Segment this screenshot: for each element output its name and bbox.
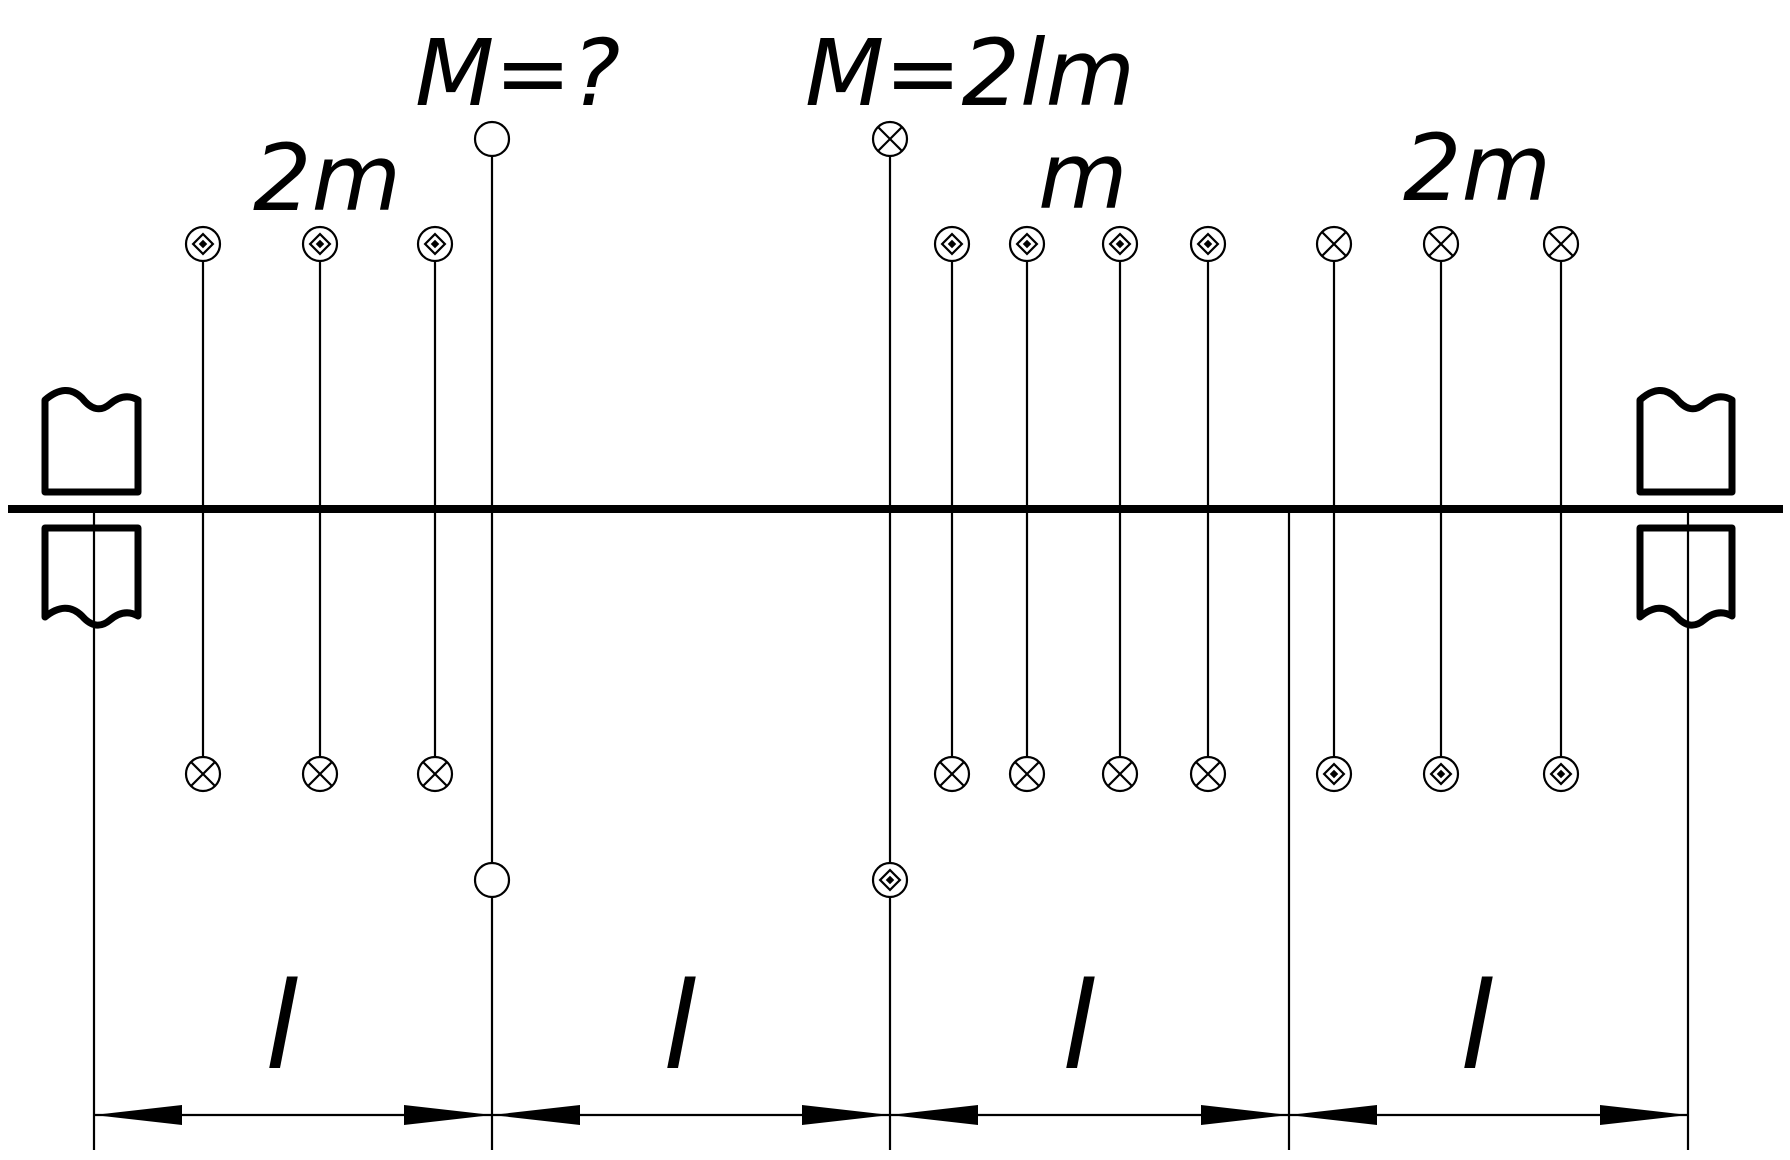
- cross-current-icon: [184, 755, 222, 793]
- cross-current-icon: [1315, 225, 1353, 263]
- moment-unknown-label: M=?: [415, 20, 620, 127]
- dot-current-icon: [933, 225, 971, 263]
- arrow-icon: [94, 1105, 182, 1125]
- cross-current-icon: [1422, 225, 1460, 263]
- dot-current-icon: [1101, 225, 1139, 263]
- density-right-label: 2m: [1403, 115, 1551, 222]
- dimension-label: l: [663, 958, 696, 1097]
- dot-current-icon: [1008, 225, 1046, 263]
- arrow-icon: [890, 1105, 978, 1125]
- dimension-label: l: [1460, 958, 1493, 1097]
- extension-lines: [92, 509, 1690, 1150]
- moment-known-label: M=2lm: [805, 20, 1135, 127]
- cross-current-icon: [1189, 755, 1227, 793]
- dot-current-icon: [301, 225, 339, 263]
- dimension-line: [94, 1105, 1688, 1125]
- left-rods: [201, 244, 437, 774]
- empty-circle-icon: [473, 861, 511, 899]
- arrow-icon: [1600, 1105, 1688, 1125]
- middle-rods: [950, 244, 1210, 774]
- dot-current-icon: [1189, 225, 1227, 263]
- dot-current-icon: [184, 225, 222, 263]
- cross-current-icon: [871, 120, 909, 158]
- cross-current-icon: [1101, 755, 1139, 793]
- dot-current-icon: [1422, 755, 1460, 793]
- arrow-icon: [802, 1105, 890, 1125]
- density-left-label: 2m: [253, 125, 401, 232]
- right-rods: [1332, 244, 1563, 774]
- arrow-icon: [1201, 1105, 1289, 1125]
- cross-current-icon: [1542, 225, 1580, 263]
- right-bearing: [1636, 387, 1736, 629]
- arrow-icon: [1289, 1105, 1377, 1125]
- arrow-icon: [404, 1105, 492, 1125]
- current-in-symbols: [184, 120, 1580, 793]
- cross-current-icon: [1008, 755, 1046, 793]
- left-bearing: [41, 387, 142, 629]
- dimension-label: l: [265, 958, 298, 1097]
- dot-current-icon: [416, 225, 454, 263]
- cross-current-icon: [416, 755, 454, 793]
- unknown-current-symbols: [473, 120, 511, 899]
- arrow-icon: [492, 1105, 580, 1125]
- dimension-label: l: [1062, 958, 1095, 1097]
- dot-current-icon: [871, 861, 909, 899]
- cross-current-icon: [933, 755, 971, 793]
- dot-current-icon: [1542, 755, 1580, 793]
- cross-current-icon: [301, 755, 339, 793]
- density-middle-label: m: [1038, 123, 1128, 230]
- current-out-symbols: [184, 225, 1580, 899]
- dot-current-icon: [1315, 755, 1353, 793]
- empty-circle-icon: [473, 120, 511, 158]
